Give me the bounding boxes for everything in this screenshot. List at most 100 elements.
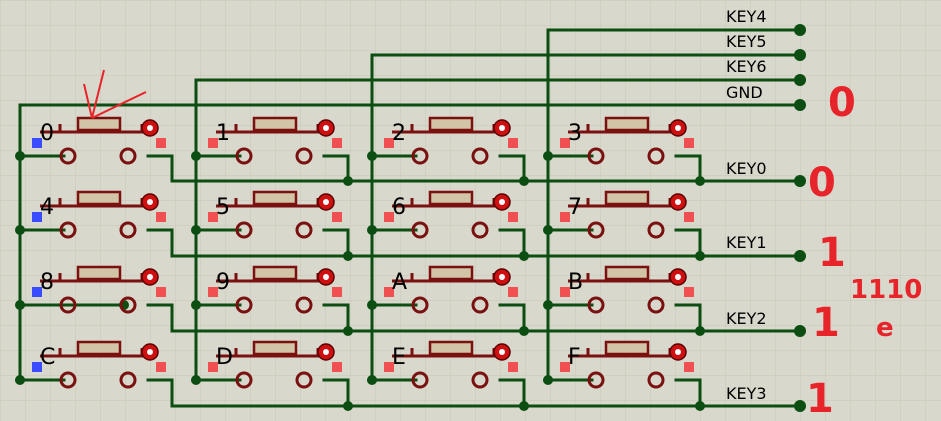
logic-probe-center bbox=[675, 199, 681, 205]
key-label: 1 bbox=[216, 121, 230, 146]
state-key2: 1 bbox=[812, 300, 840, 346]
logic-probe-center bbox=[499, 199, 505, 205]
key-label: 5 bbox=[216, 195, 230, 220]
state-gnd: 0 bbox=[828, 80, 856, 126]
pin-marker-left bbox=[32, 212, 42, 222]
keypad-switch-C[interactable]: C bbox=[32, 340, 166, 389]
keypad-switch-A[interactable]: A bbox=[384, 265, 518, 314]
keypad-switch-B[interactable]: B bbox=[560, 265, 694, 314]
switch-pin-right bbox=[119, 296, 137, 314]
pin-marker-left bbox=[384, 138, 394, 148]
pin-marker-right bbox=[508, 287, 518, 297]
key-label: E bbox=[392, 345, 406, 370]
switch-plunger bbox=[428, 190, 474, 206]
keypad-switch-2[interactable]: 2 bbox=[384, 116, 518, 165]
switch-pin-right bbox=[119, 147, 137, 165]
pin-marker-left bbox=[32, 362, 42, 372]
logic-probe-center bbox=[675, 349, 681, 355]
pin-marker-right bbox=[332, 287, 342, 297]
net-terminal-col1[interactable] bbox=[794, 74, 806, 86]
switch-plunger bbox=[252, 116, 298, 132]
pin-marker-left bbox=[32, 138, 42, 148]
switch-pin-right bbox=[647, 221, 665, 239]
switch-pin-left bbox=[59, 371, 77, 389]
switch-plunger bbox=[76, 116, 122, 132]
net-label-col2: KEY5 bbox=[726, 32, 767, 51]
key-label: D bbox=[216, 345, 233, 370]
logic-probe-center bbox=[323, 349, 329, 355]
row-junction-3-2 bbox=[695, 326, 705, 336]
net-terminal-row1[interactable] bbox=[794, 250, 806, 262]
net-terminal-row3[interactable] bbox=[794, 400, 806, 412]
switch-plunger bbox=[604, 116, 650, 132]
keypad-switch-5[interactable]: 5 bbox=[208, 190, 342, 239]
pin-marker-left bbox=[560, 362, 570, 372]
logic-probe-center bbox=[147, 349, 153, 355]
row-junction-2-2 bbox=[519, 326, 529, 336]
pin-marker-right bbox=[332, 212, 342, 222]
net-terminal-row2[interactable] bbox=[794, 325, 806, 337]
key-label: 4 bbox=[40, 195, 54, 220]
net-label-col0: GND bbox=[726, 83, 763, 102]
switch-pin-left bbox=[411, 147, 429, 165]
keypad-switch-1[interactable]: 1 bbox=[208, 116, 342, 165]
net-terminal-row0[interactable] bbox=[794, 175, 806, 187]
pin-marker-left bbox=[208, 287, 218, 297]
keypad-switch-0[interactable]: 0 bbox=[32, 116, 166, 165]
switch-pin-left bbox=[235, 371, 253, 389]
wire-layer bbox=[15, 24, 806, 412]
logic-probe-center bbox=[323, 125, 329, 131]
switch-pin-right bbox=[647, 147, 665, 165]
pin-marker-left bbox=[384, 287, 394, 297]
logic-probe-center bbox=[147, 199, 153, 205]
switch-plunger bbox=[76, 340, 122, 356]
switch-pin-left bbox=[411, 296, 429, 314]
switch-pin-left bbox=[587, 221, 605, 239]
keypad-switch-6[interactable]: 6 bbox=[384, 190, 518, 239]
switch-plunger bbox=[604, 265, 650, 281]
keypad-switch-8[interactable]: 8 bbox=[32, 265, 166, 314]
key-label: C bbox=[40, 345, 55, 370]
key-label: B bbox=[568, 270, 583, 295]
state-key0: 0 bbox=[808, 160, 836, 206]
switch-plunger bbox=[252, 190, 298, 206]
pin-marker-left bbox=[560, 138, 570, 148]
net-label-layer: KEY4 KEY5 KEY6 GND KEY0 KEY1 KEY2 KEY3 bbox=[726, 7, 767, 403]
net-terminal-col0[interactable] bbox=[794, 99, 806, 111]
switch-pin-left bbox=[587, 371, 605, 389]
pin-marker-right bbox=[508, 362, 518, 372]
row-junction-2-1 bbox=[519, 251, 529, 261]
state-key3: 1 bbox=[806, 376, 834, 421]
keypad-switch-F[interactable]: F bbox=[560, 340, 694, 389]
switch-plunger bbox=[428, 265, 474, 281]
pin-marker-right bbox=[684, 212, 694, 222]
switch-pin-left bbox=[587, 296, 605, 314]
net-terminal-col3[interactable] bbox=[794, 24, 806, 36]
switch-plunger bbox=[76, 265, 122, 281]
keypad-switch-D[interactable]: D bbox=[208, 340, 342, 389]
key-label: 8 bbox=[40, 270, 54, 295]
net-label-row0: KEY0 bbox=[726, 159, 767, 178]
pin-marker-left bbox=[208, 362, 218, 372]
net-terminal-col2[interactable] bbox=[794, 49, 806, 61]
keypad-switch-9[interactable]: 9 bbox=[208, 265, 342, 314]
row-junction-1-0 bbox=[343, 176, 353, 186]
switch-plunger bbox=[428, 340, 474, 356]
pin-marker-right bbox=[684, 138, 694, 148]
switch-plunger bbox=[604, 190, 650, 206]
logic-probe-center bbox=[323, 199, 329, 205]
keypad-switch-3[interactable]: 3 bbox=[560, 116, 694, 165]
switch-pin-left bbox=[59, 147, 77, 165]
keypad-switch-E[interactable]: E bbox=[384, 340, 518, 389]
state-key1: 1 bbox=[818, 230, 846, 276]
keypad-switch-4[interactable]: 4 bbox=[32, 190, 166, 239]
row-junction-1-2 bbox=[343, 326, 353, 336]
keypad-switch-7[interactable]: 7 bbox=[560, 190, 694, 239]
pin-marker-right bbox=[508, 212, 518, 222]
switch-pin-right bbox=[647, 296, 665, 314]
row-junction-1-1 bbox=[343, 251, 353, 261]
column-junction-0-0 bbox=[15, 151, 25, 161]
